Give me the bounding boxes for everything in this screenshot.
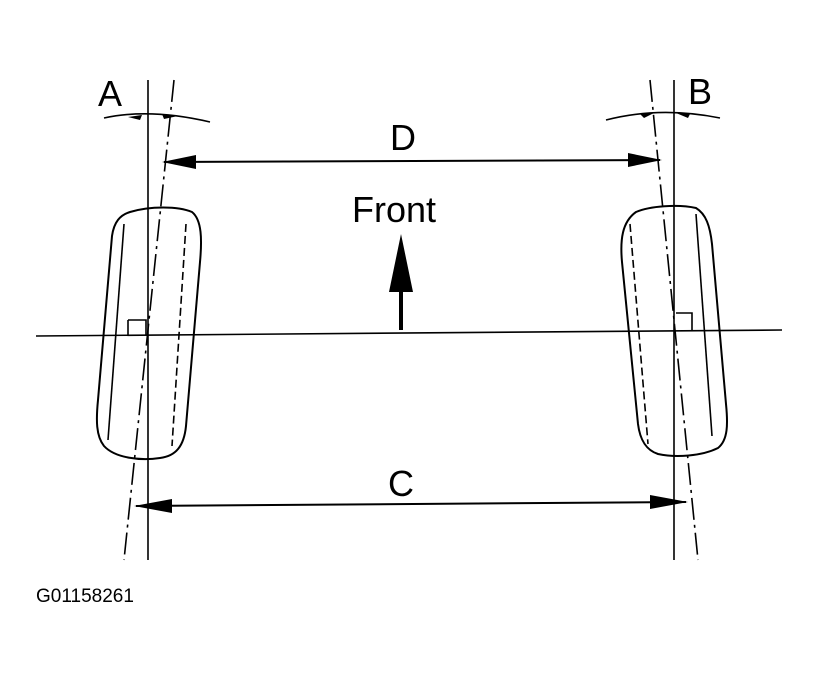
left-tread-line-inner [171, 223, 187, 447]
right-tire-outline [620, 204, 728, 457]
right-tread-line-inner [629, 223, 649, 445]
right-right-angle-marker [676, 312, 693, 330]
label-a: A [98, 73, 122, 114]
dimension-c-arrow-right [650, 495, 688, 509]
dimension-c-arrow-left [134, 499, 172, 513]
label-c: C [388, 463, 414, 504]
left-tread-line-outer [107, 223, 125, 441]
left-tire-outline [95, 206, 202, 461]
label-d: D [390, 117, 416, 158]
axle-centerline [35, 329, 783, 337]
angle-b-arc [605, 111, 721, 121]
dimension-d-line [163, 159, 661, 163]
front-arrow-head [389, 234, 413, 292]
figure-id: G01158261 [36, 586, 134, 607]
angle-a-arrow-left [128, 115, 142, 120]
dimension-d-arrow-left [162, 155, 196, 169]
angle-b-arrow-left [640, 112, 656, 118]
left-wheel [95, 206, 202, 461]
angle-a-arc [103, 113, 211, 123]
label-b: B [688, 71, 712, 112]
dimension-d-arrow-right [628, 153, 662, 167]
left-wheel-centerline [123, 79, 175, 561]
label-front: Front [352, 189, 436, 230]
right-tread-line-outer [695, 213, 713, 437]
angle-b-arrow-right [676, 113, 690, 118]
right-wheel [620, 204, 728, 457]
left-right-angle-marker [128, 319, 147, 335]
dimension-c-line [135, 501, 687, 507]
angle-a-arrow-right [162, 114, 178, 119]
